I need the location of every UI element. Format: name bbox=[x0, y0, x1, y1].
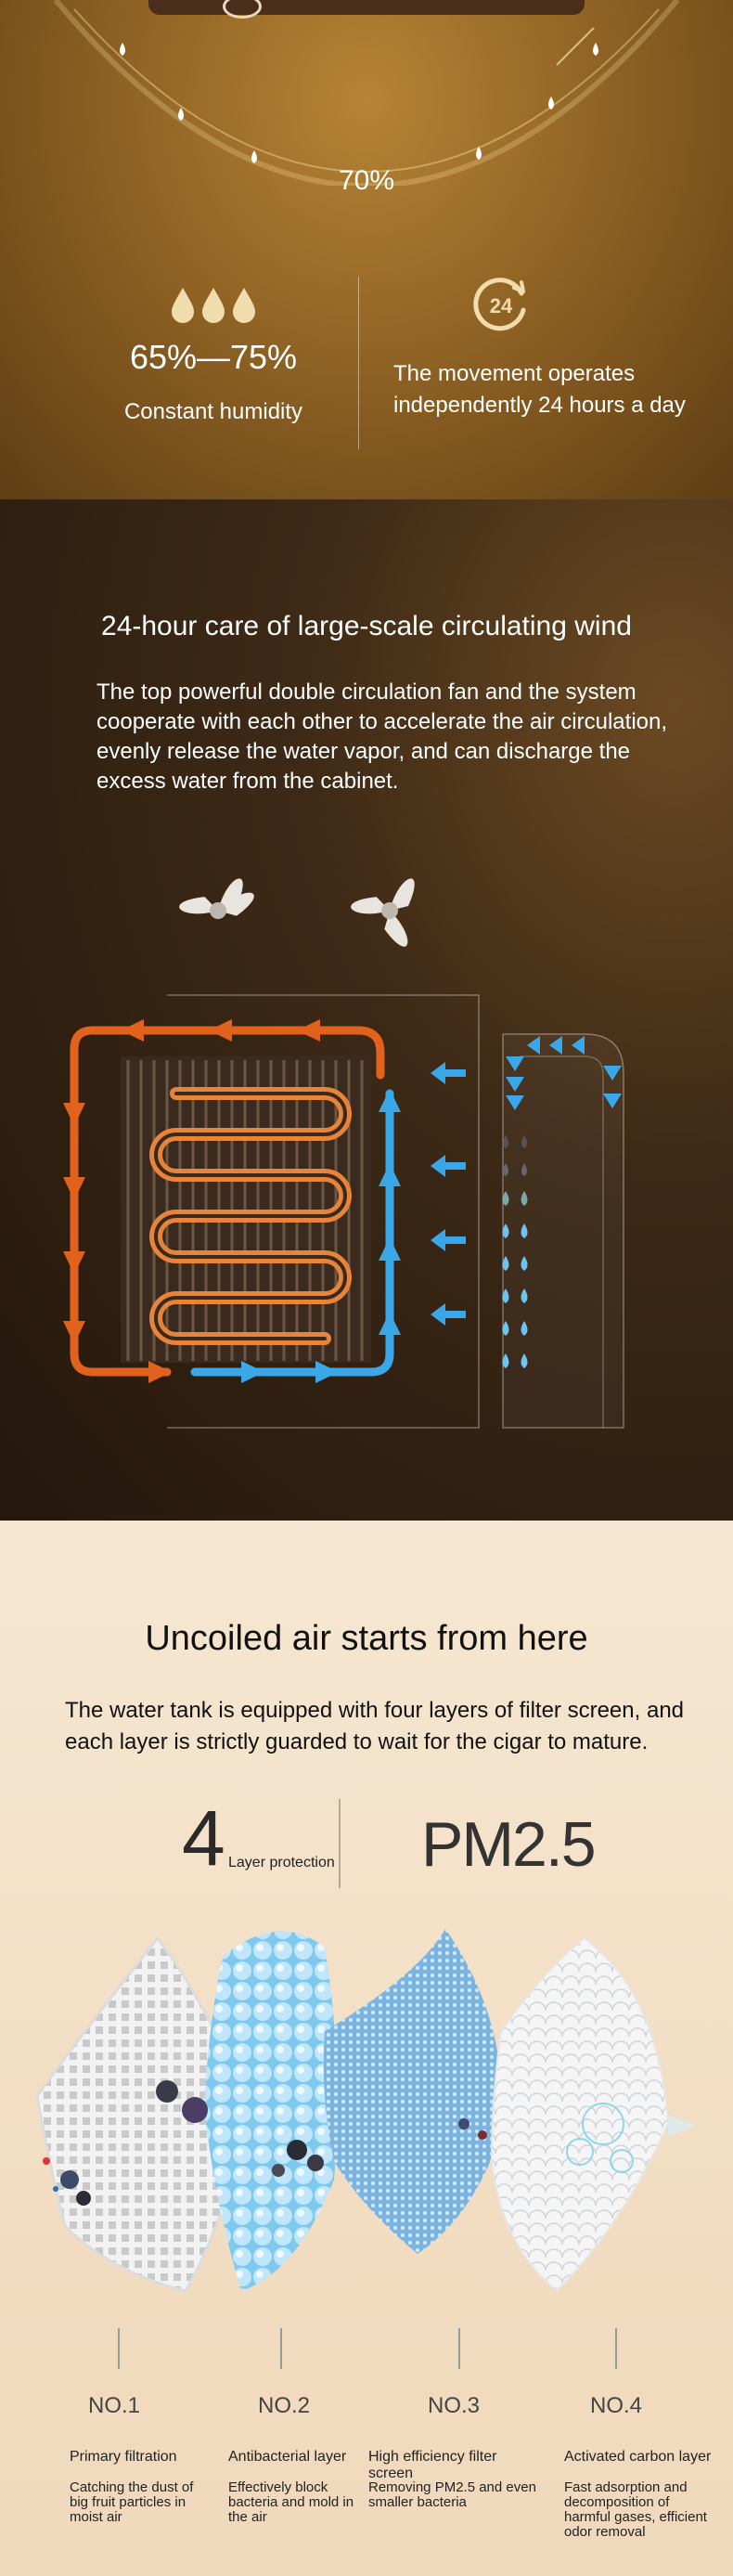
circulation-section: 24-hour care of large-scale circulating … bbox=[0, 499, 733, 1521]
layer-3-name: High efficiency filter screen bbox=[368, 2449, 497, 2481]
layer-4-tick bbox=[615, 2328, 617, 2369]
filter-body: The water tank is equipped with four lay… bbox=[65, 1698, 685, 1754]
humidity-label: Constant humidity bbox=[123, 399, 303, 424]
gas-bubbles-icon bbox=[566, 2103, 634, 2173]
layer-2-tick bbox=[280, 2328, 282, 2369]
layer-1-desc: Catching the dust of big fruit particles… bbox=[70, 2479, 194, 2525]
airflow-diagram bbox=[63, 994, 624, 1429]
dust-particles-icon bbox=[43, 2080, 487, 2206]
layer-1-tick bbox=[118, 2328, 120, 2369]
humidity-dial-icon bbox=[53, 0, 680, 186]
filter-section: Uncoiled air starts from here The water … bbox=[0, 1521, 733, 2576]
stat-divider bbox=[339, 1799, 341, 1888]
movement-text: The movement operates independently 24 h… bbox=[393, 361, 686, 418]
filter-title: Uncoiled air starts from here bbox=[145, 1619, 588, 1658]
circulation-body: The top powerful double circulation fan … bbox=[96, 680, 668, 794]
layer-protection-label: Layer protection bbox=[228, 1855, 335, 1871]
layer-2-name: Antibacterial layer bbox=[228, 2449, 347, 2465]
layer-1-number: NO.1 bbox=[88, 2393, 141, 2418]
humidity-percent: 70% bbox=[338, 165, 395, 196]
layer-4-name: Activated carbon layer bbox=[564, 2449, 712, 2465]
layer-4-number: NO.4 bbox=[590, 2393, 643, 2418]
clock-24h-icon: 24 bbox=[473, 278, 526, 331]
fans-group bbox=[179, 878, 415, 947]
layer-1-name: Primary filtration bbox=[70, 2449, 177, 2465]
filter-layer-3 bbox=[323, 1929, 503, 2254]
humidity-section: 70% 65%—75% Constant humidity 24 The mov… bbox=[0, 0, 733, 499]
humidity-range: 65%—75% bbox=[129, 338, 298, 376]
clock-number: 24 bbox=[490, 294, 513, 317]
fan-icon bbox=[351, 878, 415, 947]
hero-divider bbox=[358, 277, 359, 449]
filter-layer-2 bbox=[204, 1931, 338, 2291]
fan-icon bbox=[179, 878, 254, 919]
circulation-title: 24-hour care of large-scale circulating … bbox=[101, 611, 632, 641]
device-knob-icon bbox=[223, 0, 262, 19]
layer-2-number: NO.2 bbox=[258, 2393, 311, 2418]
layer-3-desc: Removing PM2.5 and even smaller bacteria bbox=[368, 2479, 536, 2510]
pm-label: PM2.5 bbox=[421, 1809, 597, 1880]
cool-air-arrows bbox=[190, 1089, 394, 1377]
filter-layers-illustration bbox=[35, 1929, 696, 2293]
filter-layer-4 bbox=[490, 1936, 670, 2293]
layer-3-number: NO.3 bbox=[428, 2393, 481, 2418]
water-vapor-drops bbox=[502, 1135, 528, 1368]
warm-air-arrows bbox=[70, 1026, 385, 1377]
layer-count: 4 bbox=[182, 1794, 225, 1882]
water-drops-icon bbox=[172, 288, 255, 323]
layer-2-desc: Effectively block bacteria and mold in t… bbox=[228, 2479, 354, 2525]
layer-3-tick bbox=[458, 2328, 460, 2369]
layer-4-desc: Fast adsorption and decomposition of har… bbox=[564, 2479, 707, 2540]
